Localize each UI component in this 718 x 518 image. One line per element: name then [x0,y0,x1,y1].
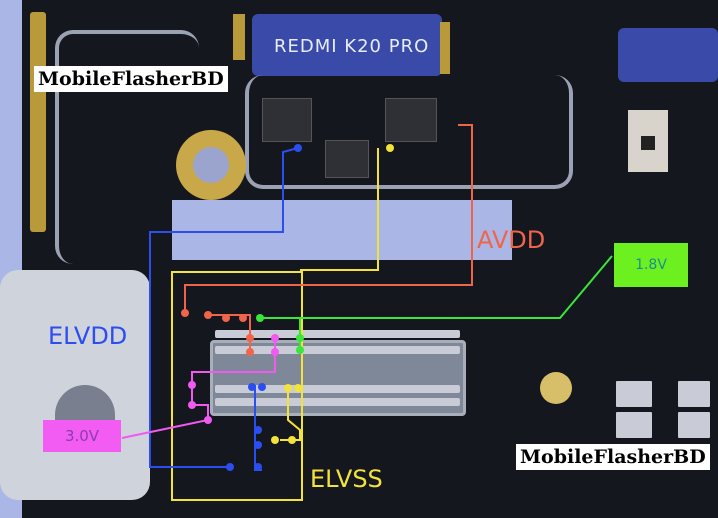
pad-3 [678,381,710,407]
shield-frame-left [55,30,199,264]
pad-1 [616,381,652,407]
light-panel-mid [172,200,512,260]
watermark-bottom: MobileFlasherBD [516,444,710,470]
voltage-badge-3-0v: 3.0V [43,420,121,452]
ic-chip-white [628,110,668,172]
ic-chip-3 [325,140,369,178]
watermark-top: MobileFlasherBD [34,66,228,92]
shield-frame-middle [245,75,573,189]
pad-4 [678,412,710,438]
board-label: REDMI K20 PRO [274,36,430,57]
ic-chip-2 [385,98,437,142]
elvss-label: ELVSS [310,465,383,493]
blue-panel-right [618,28,718,82]
ic-chip-1 [262,98,312,142]
avdd-label: AVDD [477,226,546,254]
pad-2 [616,412,652,438]
grey-shield-bottom-left [0,270,150,500]
voltage-badge-1-8v: 1.8V [614,243,688,287]
gold-strip-right [440,22,450,74]
gold-strip-top [233,14,245,60]
screw-hole [176,130,246,200]
gold-test-point [540,372,572,404]
elvdd-label: ELVDD [48,322,128,350]
redmi-label-panel: REDMI K20 PRO [252,14,442,76]
